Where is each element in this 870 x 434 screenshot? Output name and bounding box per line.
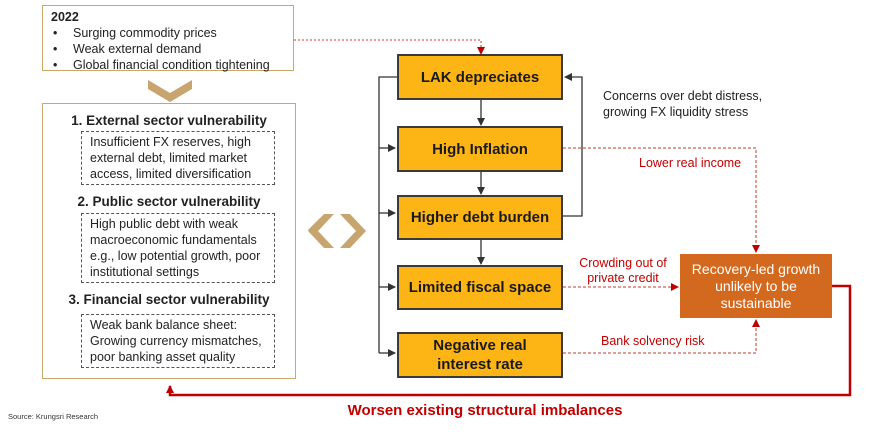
shock-box: 2022 Surging commodity prices Weak exter… [42, 5, 294, 73]
outcome-box: Recovery-led growth unlikely to be susta… [680, 254, 832, 318]
chevron-left-icon-2 [308, 214, 334, 248]
financial-vulnerability-desc: Weak bank balance sheet: Growing currenc… [81, 314, 275, 368]
feedback-label: Concerns over debt distress, growing FX … [603, 89, 763, 119]
public-vulnerability-title: 2. Public sector vulnerability [77, 194, 261, 209]
link-top-to-lak [294, 39, 485, 55]
bank-solvency-label: Bank solvency risk [601, 334, 705, 348]
node-higher-debt-burden: Higher debt burden [397, 195, 563, 240]
node-high-inflation: High Inflation [397, 126, 563, 172]
return-loop [166, 284, 852, 397]
bracket-left [378, 76, 397, 353]
structural-imbalances-label: Worsen existing structural imbalances [347, 402, 623, 419]
shock-item: Weak external demand [53, 41, 285, 57]
link-inflation-to-outcome [563, 147, 760, 253]
shock-item: Surging commodity prices [53, 25, 285, 41]
node-negative-real-interest-rate: Negative real interest rate [397, 332, 563, 378]
link-rate-to-outcome [563, 319, 760, 354]
shock-year: 2022 [51, 10, 79, 24]
lower-real-income-label: Lower real income [639, 156, 742, 170]
feedback-loop [563, 73, 583, 217]
public-vulnerability-desc: High public debt with weak macroeconomic… [81, 213, 275, 283]
node-lak-depreciates: LAK depreciates [397, 54, 563, 100]
chevron-down-icon [148, 80, 192, 102]
crowding-out-label: Crowding out of private credit [579, 256, 667, 285]
shock-item: Global financial condition tightening [53, 57, 285, 73]
external-vulnerability-desc: Insufficient FX reserves, high external … [81, 131, 275, 185]
node-limited-fiscal-space: Limited fiscal space [397, 265, 563, 310]
chevron-right-icon [340, 214, 366, 248]
source-note: Source: Krungsri Research [8, 412, 99, 421]
external-vulnerability-title: 1. External sector vulnerability [71, 113, 267, 128]
shock-list: Surging commodity prices Weak external d… [51, 25, 285, 73]
financial-vulnerability-title: 3. Financial sector vulnerability [68, 292, 270, 307]
vulnerabilities-box: 1. External sector vulnerability Insuffi… [42, 103, 296, 379]
